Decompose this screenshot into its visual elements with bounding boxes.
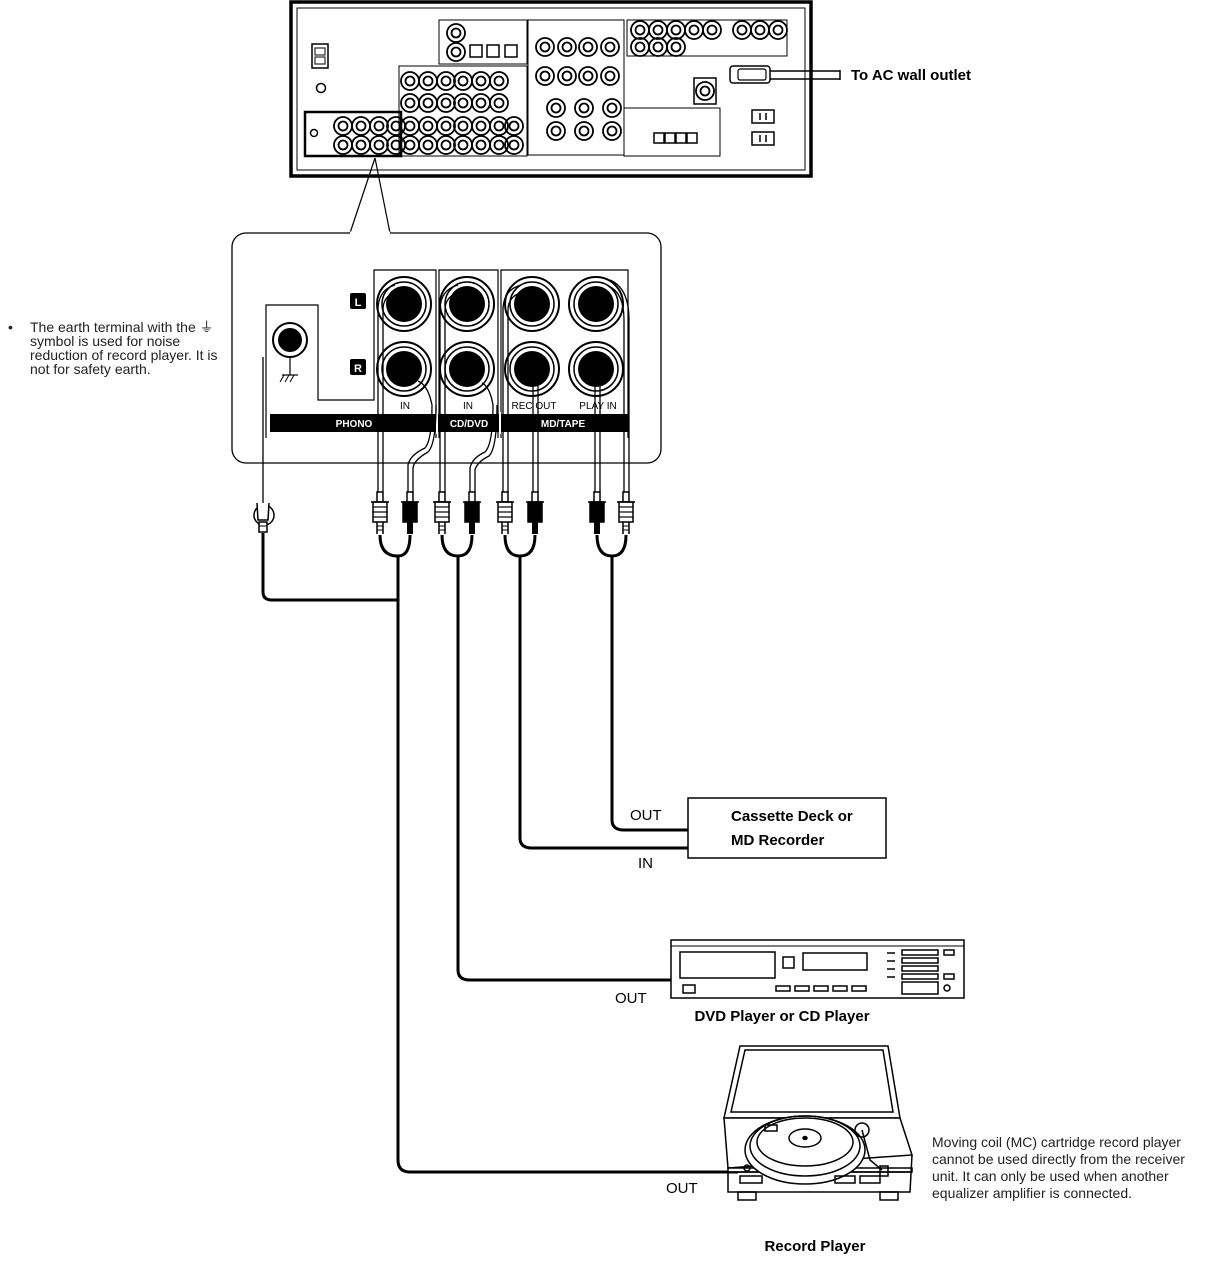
play-in-l-plug [616, 491, 636, 535]
earth-terminal [272, 322, 308, 383]
turntable-out-label: OUT [666, 1180, 698, 1197]
earth-lug [253, 357, 275, 533]
dvd-player [670, 939, 965, 999]
cassette-deck-name-line1: Cassette Deck or [731, 808, 853, 825]
rec-out-l-plug [495, 491, 515, 535]
zoom-callout [349, 157, 391, 234]
play-in-r-jack [568, 341, 624, 397]
phono-r-plug [400, 491, 420, 535]
play-in-label: PLAY IN [579, 401, 616, 412]
cd-l-plug [432, 491, 452, 535]
cassette-deck-name-line2: MD Recorder [731, 832, 825, 849]
rec-out-label: REC OUT [512, 401, 557, 412]
play-in-l-jack [568, 276, 624, 332]
phono-l-plug [370, 491, 390, 535]
section-label-cd-dvd: CD/DVD [450, 419, 488, 430]
rec-out-l-jack [504, 276, 560, 332]
right-channel-badge [350, 359, 366, 375]
section-label-phono: PHONO [336, 419, 373, 430]
ac-outlet-label: To AC wall outlet [851, 67, 971, 84]
rec-out-r-plug [525, 491, 545, 535]
right-channel-label: R [354, 363, 362, 375]
rec-out-r-jack [504, 341, 560, 397]
dvd-out-label: OUT [615, 990, 647, 1007]
cassette-out-label: OUT [630, 807, 662, 824]
left-channel-badge [350, 293, 366, 309]
phono-in-l-jack [376, 276, 432, 332]
cables [261, 533, 738, 1174]
mc-cartridge-note: Moving coil (MC) cartridge record player… [932, 1134, 1185, 1201]
earth-terminal-note: • The earth terminal with the ⏚ symbol i… [8, 320, 228, 376]
cassette-deck-box [687, 797, 887, 859]
receiver-rear-panel [289, 0, 813, 178]
left-channel-label: L [355, 297, 362, 309]
cassette-in-label: IN [638, 855, 653, 872]
cd-dvd-in-r-jack [439, 341, 495, 397]
turntable [723, 1045, 914, 1201]
earth-terminal-note-text: The earth terminal with the ⏚ symbol is … [30, 319, 218, 377]
turntable-name: Record Player [765, 1238, 866, 1255]
ac-power-cord [770, 70, 841, 80]
cd-dvd-in-l-jack [439, 276, 495, 332]
section-label-md-tape: MD/TAPE [541, 419, 586, 430]
note-bullet: • [8, 319, 13, 335]
jack-wires [377, 279, 630, 492]
dvd-player-name: DVD Player or CD Player [694, 1008, 869, 1025]
cd-r-plug [462, 491, 482, 535]
cd-in-label: IN [463, 401, 473, 412]
play-in-r-plug [587, 491, 607, 535]
phono-in-label: IN [400, 401, 410, 412]
phono-in-r-jack [376, 341, 432, 397]
